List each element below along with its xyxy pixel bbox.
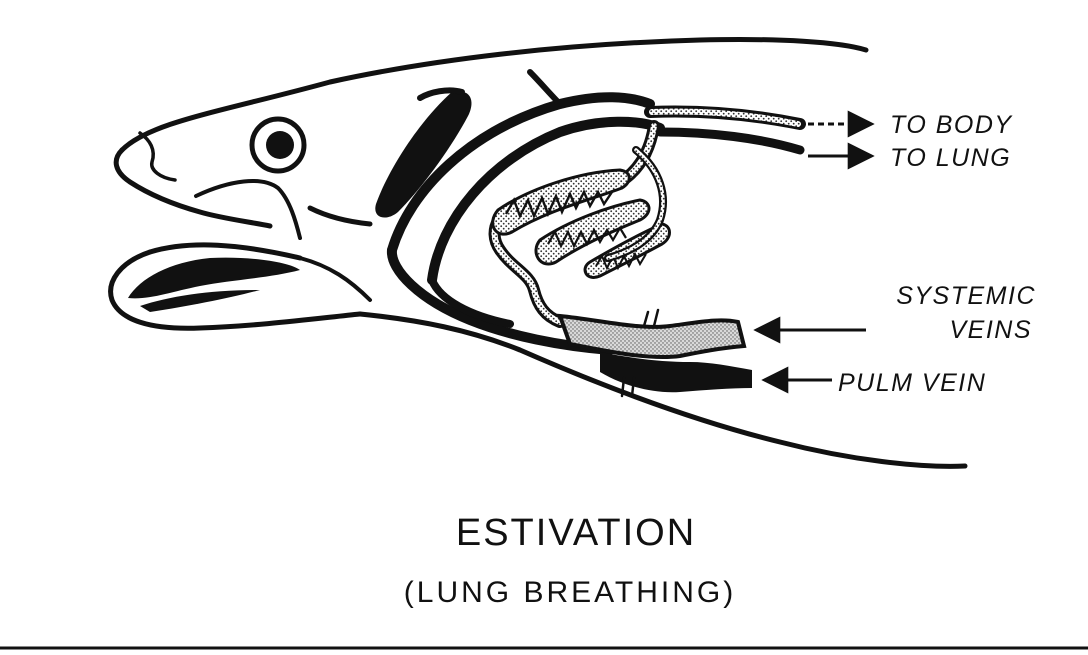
label-systemic-veins-line2: VEINS bbox=[949, 316, 1032, 344]
artery-to-lung bbox=[655, 127, 805, 155]
fish-mouth-gape bbox=[147, 242, 303, 261]
ventral-aorta-outer bbox=[387, 92, 655, 255]
fish-tongue bbox=[128, 257, 300, 299]
label-systemic-veins-line1: SYSTEMIC bbox=[896, 282, 1036, 310]
vein-tick-bottom bbox=[620, 376, 636, 398]
gill-loop-return-stipple bbox=[606, 148, 665, 260]
gill-filament-1 bbox=[491, 168, 631, 236]
gill-filament-2-zigzag bbox=[547, 225, 627, 249]
fish-ventral-outline bbox=[357, 311, 968, 469]
artery-to-body-stipple bbox=[649, 108, 801, 127]
dorsal-vessel-branch bbox=[527, 69, 563, 107]
diagram-title: ESTIVATION bbox=[456, 512, 696, 554]
ventral-aorta-inner bbox=[427, 116, 665, 285]
fish-eye-inner bbox=[266, 131, 294, 159]
fish-lower-jaw bbox=[108, 249, 363, 331]
gill-bar-tip bbox=[417, 87, 465, 101]
gill-bar bbox=[375, 91, 472, 218]
fish-tongue-lower bbox=[140, 290, 260, 312]
fish-nostril bbox=[138, 131, 177, 182]
label-to-lung: TO LUNG bbox=[890, 144, 1011, 172]
diagram-subtitle: (LUNG BREATHING) bbox=[404, 576, 736, 609]
fish-snout-outline bbox=[113, 147, 273, 229]
vein-tick-top bbox=[642, 308, 660, 328]
fish-cheek-line bbox=[194, 179, 302, 240]
gill-filament-3-zigzag bbox=[595, 251, 647, 271]
systemic-veins-vessel bbox=[557, 313, 747, 360]
fish-dorsal-outline bbox=[119, 36, 869, 153]
gill-filament-1-zigzag bbox=[504, 189, 613, 220]
fish-operculum bbox=[307, 205, 373, 227]
label-to-body: TO BODY bbox=[890, 111, 1013, 139]
fish-throat-line bbox=[298, 256, 372, 302]
label-pulm-vein: PULM VEIN bbox=[838, 369, 986, 397]
aorta-down-inner bbox=[428, 276, 514, 328]
pulmonary-vein-vessel bbox=[600, 352, 752, 393]
aorta-down-outer bbox=[386, 245, 615, 355]
